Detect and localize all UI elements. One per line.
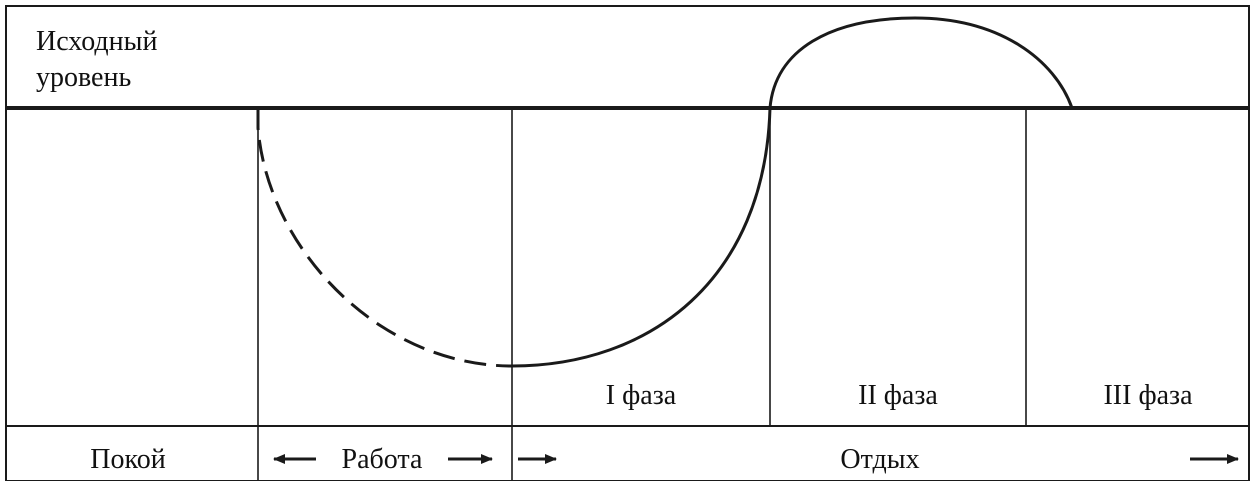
recovery-label: Отдых [840,444,919,475]
phase2-supercompensation-curve [768,16,1074,109]
phase1-recovery-curve [511,107,772,368]
phase-3-label: III фаза [1103,380,1193,411]
work-label: Работа [342,444,423,475]
work-decline-curve [256,108,513,368]
baseline-label-line1: Исходный [36,26,157,57]
diagram-frame [5,5,1250,481]
phase-2-label: II фаза [858,380,938,411]
baseline-label-line2: уровень [36,62,131,93]
rest-label: Покой [90,444,165,475]
phase-1-label: I фаза [606,380,677,411]
